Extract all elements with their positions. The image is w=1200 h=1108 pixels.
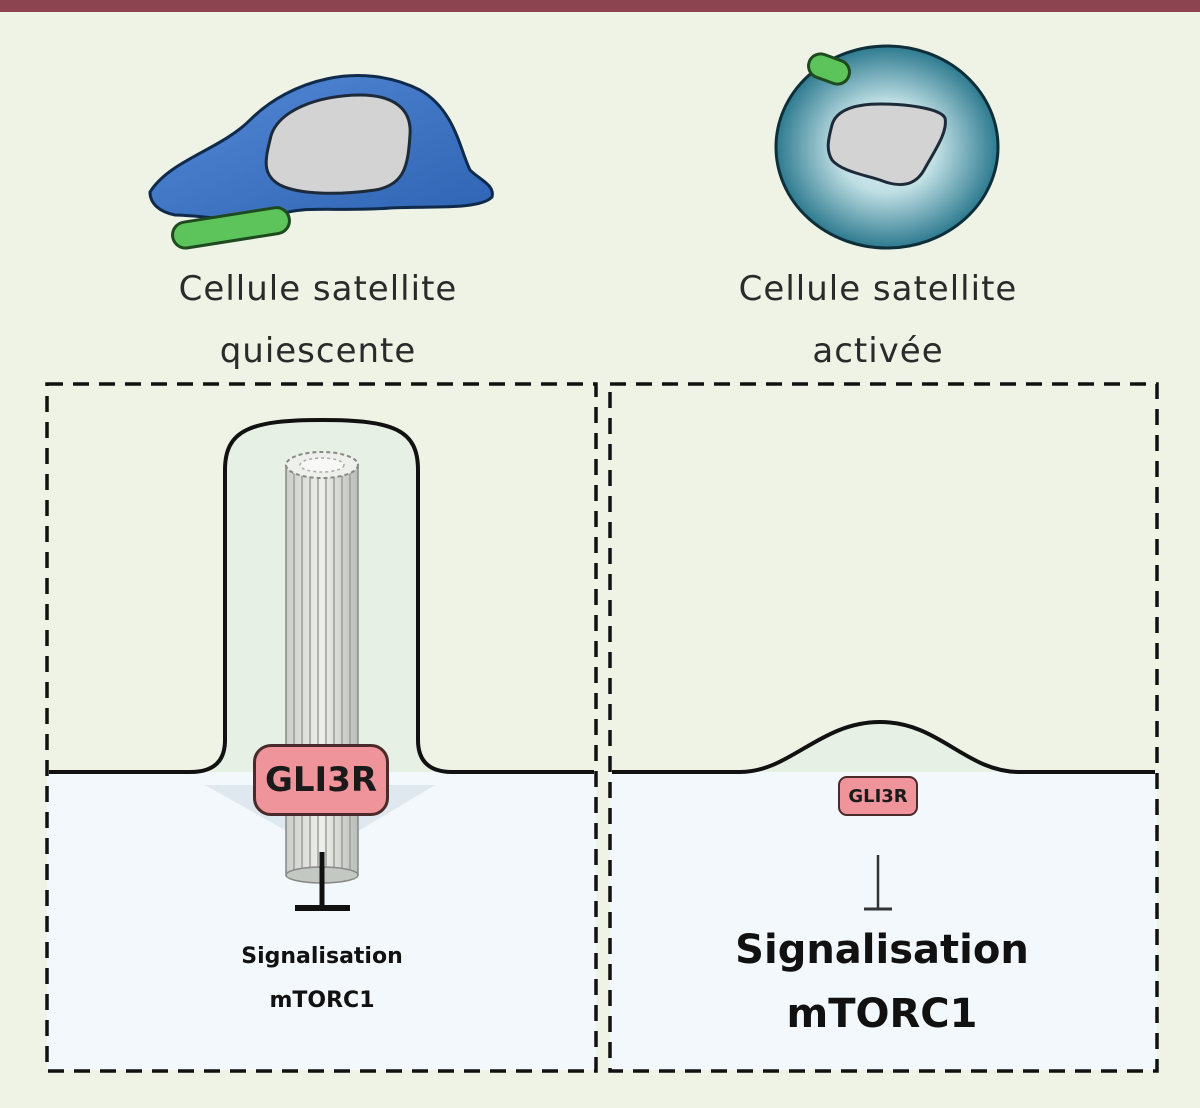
gli3r-badge-large: GLI3R: [253, 744, 389, 816]
membrane-bump: [612, 719, 1155, 774]
gli3r-badge-small: GLI3R: [838, 776, 918, 816]
top-banner: [0, 0, 1200, 12]
quiescent-nucleus: [264, 93, 412, 195]
activated-label-line1: Cellule satellite: [738, 269, 1018, 309]
quiescent-label-line1: Cellule satellite: [178, 269, 458, 309]
quiescent-satellite-cell: [148, 74, 494, 250]
myofiber-right: [807, 52, 851, 86]
mtorc1-signaling-right: Signalisation mTORC1: [672, 918, 1092, 1046]
quiescent-cell-label: Cellule satellite quiescente: [138, 258, 498, 382]
mtorc1-signaling-left: Signalisation mTORC1: [192, 935, 452, 1023]
activated-satellite-cell: [774, 44, 1000, 250]
activated-cell-label: Cellule satellite activée: [698, 258, 1058, 382]
right-panel: [608, 382, 1159, 1073]
left-pathway-line2: mTORC1: [269, 988, 375, 1013]
right-pathway-line2: mTORC1: [786, 991, 978, 1037]
axoneme: [285, 451, 359, 884]
quiescent-label-line2: quiescente: [219, 331, 417, 371]
activated-label-line2: activée: [812, 331, 944, 371]
left-pathway-line1: Signalisation: [241, 944, 403, 969]
activated-nucleus: [826, 102, 947, 187]
left-panel-border: [45, 382, 598, 1073]
right-pathway-line1: Signalisation: [735, 927, 1029, 973]
myofiber-left: [171, 206, 291, 250]
right-panel-border: [608, 382, 1159, 1073]
